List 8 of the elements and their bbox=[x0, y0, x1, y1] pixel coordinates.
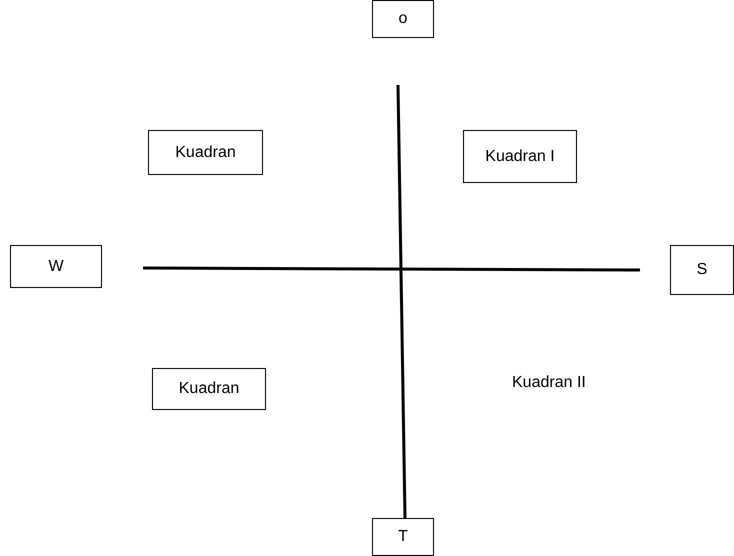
label-box: Kuadran bbox=[148, 130, 263, 175]
quadrant-label: Kuadran II bbox=[512, 374, 586, 392]
label-box: W bbox=[10, 245, 102, 288]
label-box: Kuadran bbox=[152, 368, 266, 410]
label-box: S bbox=[670, 245, 734, 295]
label-box: o bbox=[372, 0, 434, 38]
label-box: T bbox=[372, 518, 434, 556]
label-box: Kuadran I bbox=[463, 130, 577, 183]
